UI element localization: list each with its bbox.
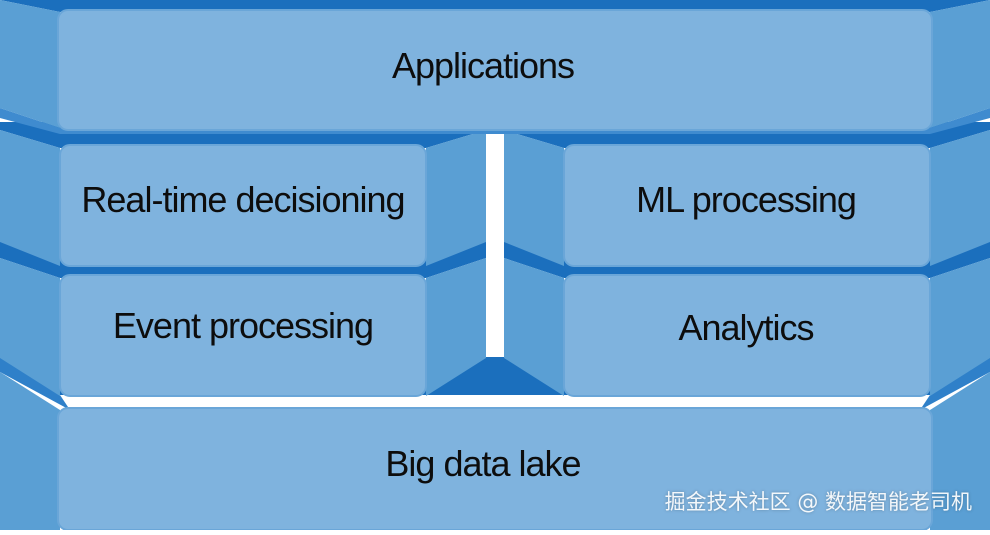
real-time-decisioning-label: Real-time decisioning [81,179,405,220]
applications-block [0,0,990,134]
big-data-lake-label: Big data lake [385,443,581,484]
applications-label: Applications [391,45,575,86]
event-processing-label: Event processing [112,305,374,346]
ml-processing-label: ML processing [636,179,857,220]
analytics-label: Analytics [678,307,814,348]
watermark-text: 掘金技术社区 @ 数据智能老司机 [664,490,972,514]
